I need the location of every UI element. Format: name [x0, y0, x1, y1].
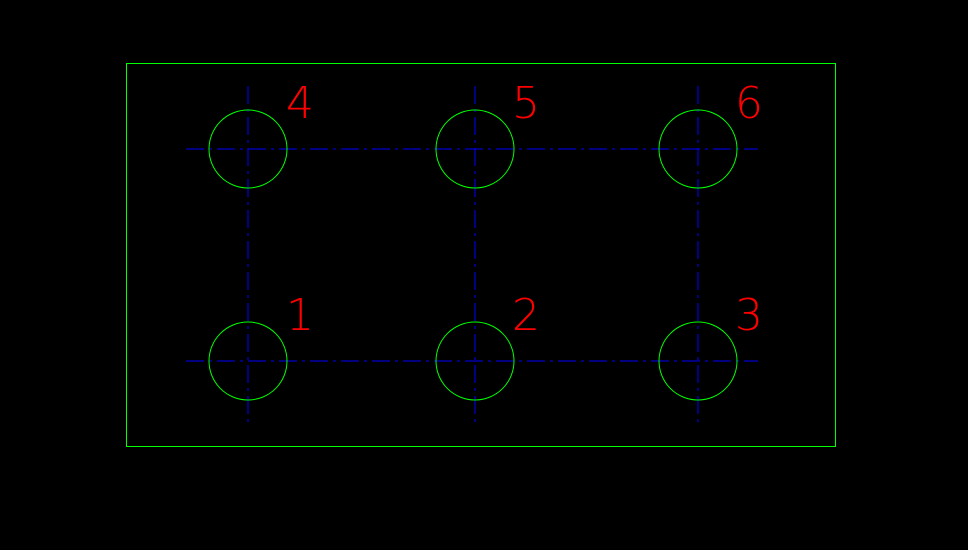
hole-circle-6	[658, 109, 738, 189]
hole-circle-1	[208, 321, 288, 401]
hole-circle-3	[658, 321, 738, 401]
plate-outline	[126, 63, 836, 447]
hole-label-5: 5	[512, 78, 540, 129]
hole-circle-4	[208, 109, 288, 189]
holes	[208, 109, 738, 401]
hole-labels: 4 5 6 1 2 3	[286, 78, 763, 341]
hole-label-3: 3	[735, 290, 763, 341]
hole-label-6: 6	[735, 78, 763, 129]
hole-label-4: 4	[286, 78, 314, 129]
hole-label-2: 2	[512, 290, 540, 341]
hole-circle-5	[435, 109, 515, 189]
hole-label-1: 1	[286, 290, 314, 341]
centerlines	[186, 86, 758, 427]
hole-circle-2	[435, 321, 515, 401]
